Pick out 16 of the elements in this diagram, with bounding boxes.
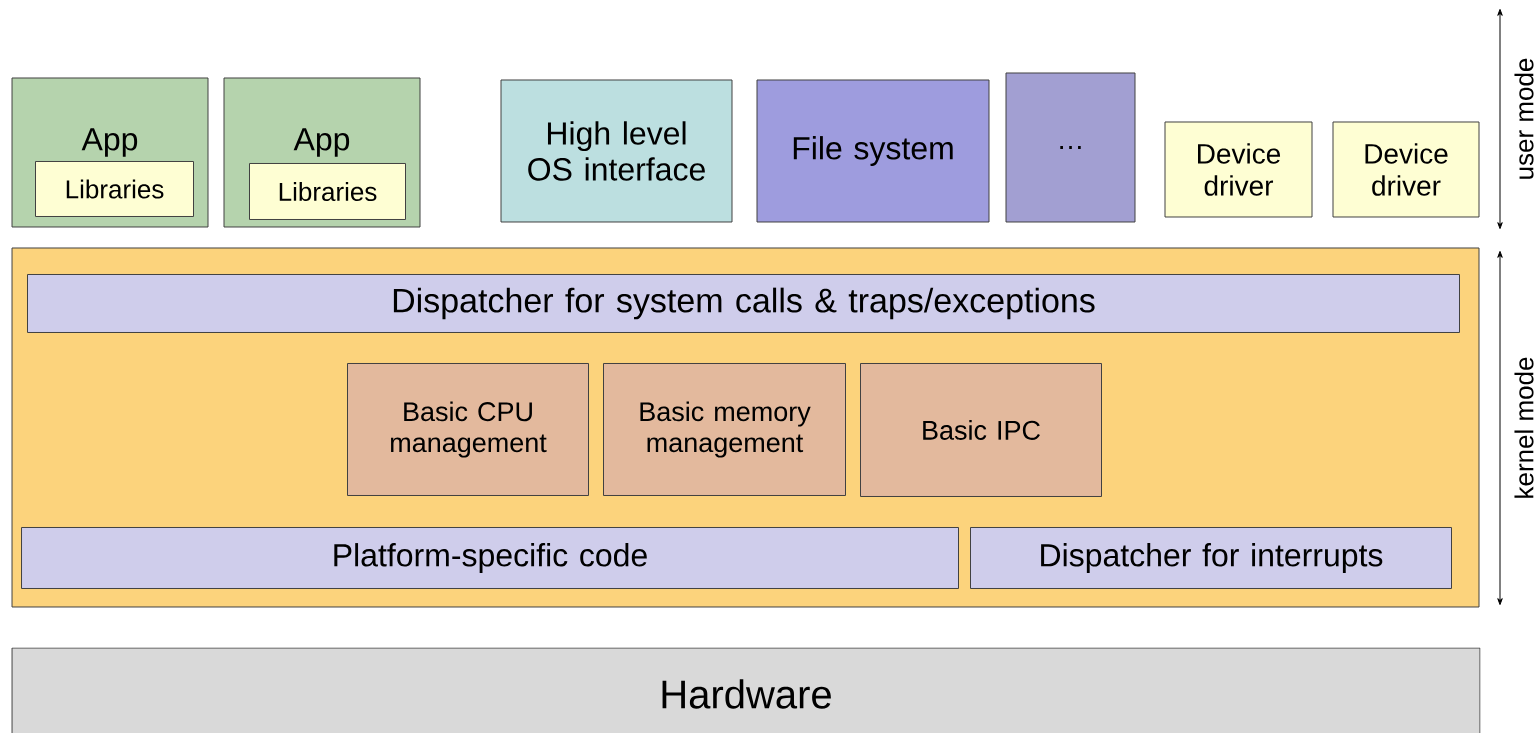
component-box: Device driver (1164, 121, 1313, 218)
mode-label: user mode (1514, 58, 1534, 179)
component-box: File system (756, 79, 990, 223)
component-box: Dispatcher for interrupts (970, 527, 1452, 589)
component-box: Basic IPC (860, 363, 1102, 497)
component-box: Device driver (1332, 121, 1480, 218)
component-box: Platform-specific code (21, 527, 959, 589)
mode-label: kernel mode (1514, 357, 1534, 498)
component-box: Libraries (35, 161, 194, 217)
component-box: Hardware (11, 647, 1481, 733)
component-box: … (1005, 72, 1136, 223)
component-box: High level OS interface (500, 79, 733, 223)
component-box: Basic CPU management (347, 363, 589, 496)
component-box: Basic memory management (603, 363, 846, 496)
component-box: Dispatcher for system calls & traps/exceptions (27, 274, 1460, 333)
component-box: Libraries (249, 163, 406, 220)
